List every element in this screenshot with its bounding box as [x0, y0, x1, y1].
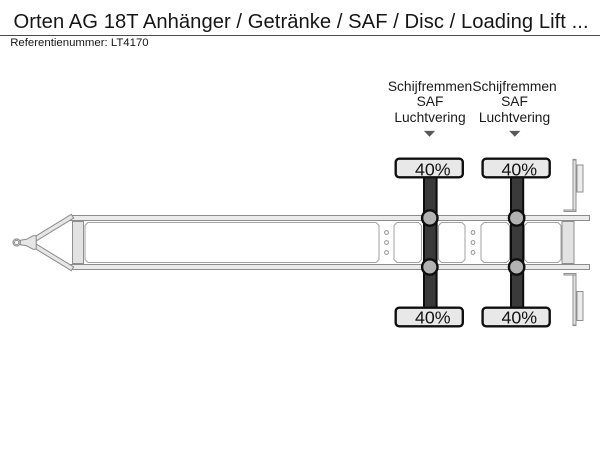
svg-text:40%: 40%: [502, 160, 538, 180]
svg-text:40%: 40%: [415, 308, 451, 328]
svg-text:40%: 40%: [415, 160, 451, 180]
svg-text:40%: 40%: [502, 308, 538, 328]
